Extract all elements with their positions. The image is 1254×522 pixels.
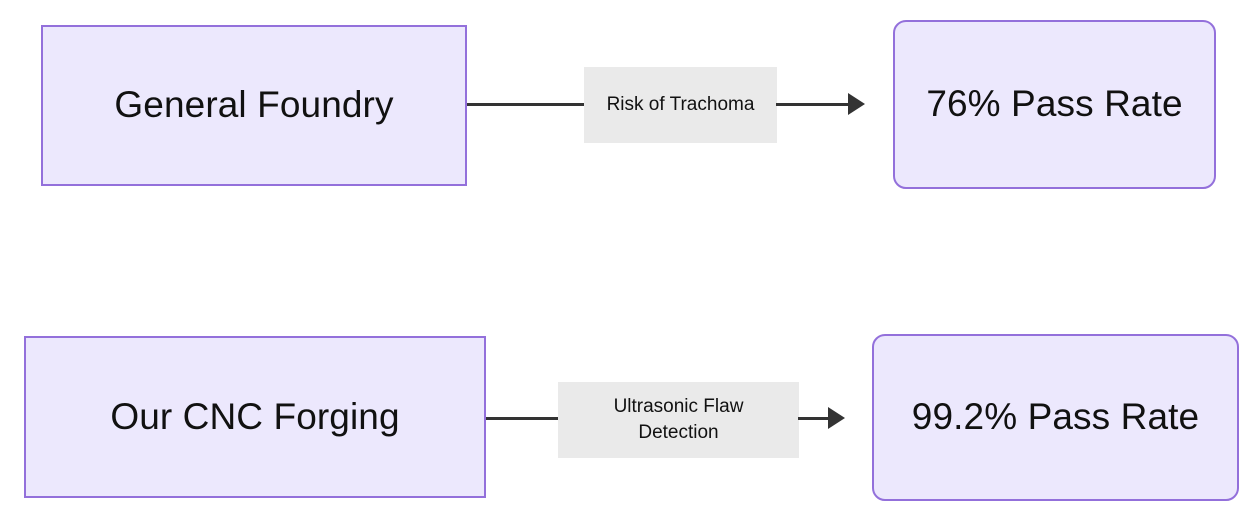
node-99-2-pass-rate-label: 99.2% Pass Rate xyxy=(911,396,1200,438)
edge-2-label: Ultrasonic Flaw Detection xyxy=(558,382,799,458)
node-99-2-pass-rate[interactable]: 99.2% Pass Rate xyxy=(872,334,1239,501)
edge-1-line-right xyxy=(776,103,849,106)
node-76-pass-rate[interactable]: 76% Pass Rate xyxy=(893,20,1216,189)
edge-2-arrowhead-icon xyxy=(828,407,845,429)
edge-2-label-line-1: Ultrasonic Flaw xyxy=(613,396,744,418)
node-76-pass-rate-label: 76% Pass Rate xyxy=(926,83,1183,125)
edge-2-label-text: Ultrasonic Flaw Detection xyxy=(614,394,744,445)
node-general-foundry-label: General Foundry xyxy=(114,84,394,126)
edge-2-label-line-2: Detection xyxy=(638,422,719,443)
edge-1-label: Risk of Trachoma xyxy=(584,67,777,143)
edge-2-line-right xyxy=(798,417,830,420)
edge-2-line-left xyxy=(486,417,561,420)
node-our-cnc-forging[interactable]: Our CNC Forging xyxy=(24,336,486,498)
edge-1-line-left xyxy=(467,103,587,106)
node-our-cnc-forging-label: Our CNC Forging xyxy=(110,395,400,437)
edge-1-label-text: Risk of Trachoma xyxy=(606,94,755,116)
node-general-foundry[interactable]: General Foundry xyxy=(41,25,467,186)
edge-1-arrowhead-icon xyxy=(848,93,865,115)
